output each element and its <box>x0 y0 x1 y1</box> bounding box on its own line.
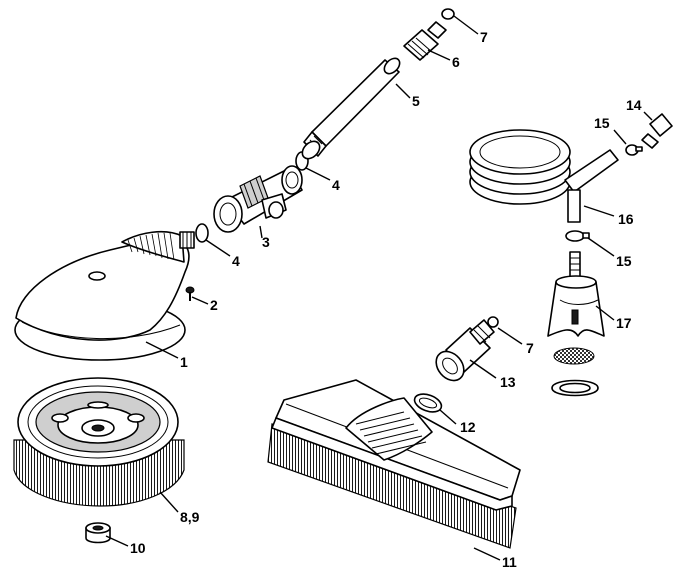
screw <box>185 286 195 301</box>
lance-tube <box>301 57 401 160</box>
callout-14: 14 <box>626 97 642 113</box>
callout-16: 16 <box>618 211 634 227</box>
wash-brush <box>267 379 521 549</box>
callout-13: 13 <box>500 374 516 390</box>
nut <box>85 522 111 544</box>
hose-coil <box>469 129 619 223</box>
leader-lines <box>105 15 653 561</box>
rotary-brush-head <box>13 377 185 507</box>
washer <box>413 393 443 413</box>
callout-6: 6 <box>452 54 460 70</box>
callout-15-bottom: 15 <box>616 253 632 269</box>
hose-clamp-bottom <box>565 230 590 242</box>
detergent-filter <box>547 251 605 397</box>
callout-4-upper: 4 <box>332 177 340 193</box>
rotary-brush-housing <box>14 230 195 361</box>
callout-12: 12 <box>460 419 476 435</box>
hose-clamp-top <box>625 144 643 156</box>
callout-15-top: 15 <box>594 115 610 131</box>
callout-2: 2 <box>210 297 218 313</box>
callout-4-lower: 4 <box>232 253 240 269</box>
small-o-ring-top <box>441 8 455 20</box>
o-ring-a <box>195 223 209 243</box>
callout-7-top: 7 <box>480 29 488 45</box>
callout-1: 1 <box>180 354 188 370</box>
callout-7-lower: 7 <box>526 340 534 356</box>
callout-11: 11 <box>502 554 517 570</box>
small-o-ring-lower <box>487 316 499 328</box>
hose-fitting <box>641 113 673 149</box>
callout-3: 3 <box>262 234 270 250</box>
callout-17: 17 <box>616 315 632 331</box>
swivel-adapter <box>213 165 303 233</box>
callout-5: 5 <box>412 93 420 109</box>
callout-8-9: 8,9 <box>180 509 200 525</box>
brush-adapter <box>435 319 495 382</box>
coupling <box>403 21 447 61</box>
callout-10: 10 <box>130 540 146 556</box>
